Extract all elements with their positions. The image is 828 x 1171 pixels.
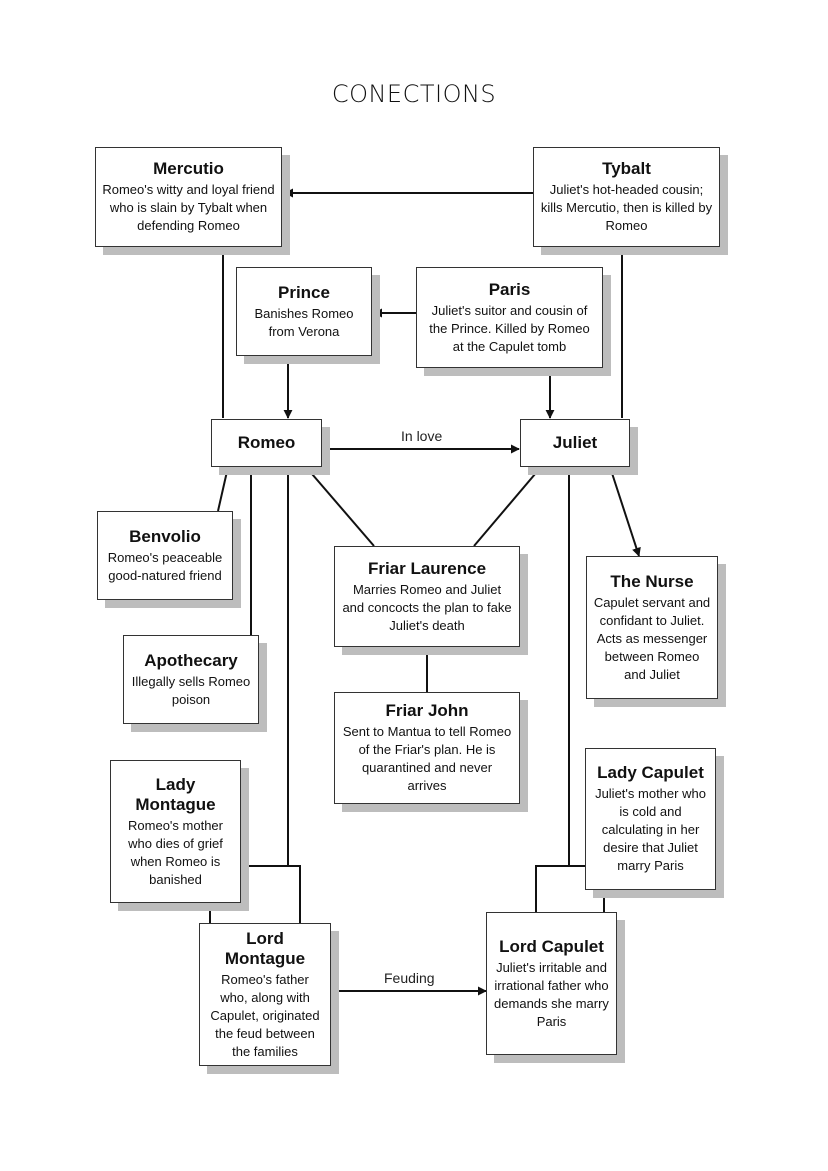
node-desc: Illegally sells Romeo poison (131, 673, 251, 707)
node-friar-john: Friar John Sent to Mantua to tell Romeo … (334, 692, 520, 804)
node-apothecary: Apothecary Illegally sells Romeo poison (123, 635, 259, 724)
node-name: Tybalt (602, 159, 651, 178)
link-juliet-nurse (609, 466, 641, 557)
link-capulet-bracket (535, 865, 585, 912)
node-name: Lord Capulet (499, 936, 604, 956)
node-paris: Paris Juliet's suitor and cousin of the … (416, 267, 603, 368)
node-name: Romeo (237, 433, 296, 452)
node-name: Friar John (385, 701, 469, 720)
node-nurse: The Nurse Capulet servant and confidant … (586, 556, 718, 699)
node-name: Lord Montague (224, 928, 306, 968)
node-name: Apothecary (144, 650, 238, 670)
in-love-label: In love (401, 428, 443, 444)
node-desc: Romeo's witty and loyal friend who is sl… (102, 182, 275, 233)
node-desc: Juliet's mother who is cold and calculat… (595, 786, 706, 873)
node-name: Mercutio (153, 159, 224, 178)
node-name: Benvolio (129, 526, 201, 546)
node-desc: Juliet's hot-headed cousin; kills Mercut… (540, 182, 713, 233)
node-desc: Marries Romeo and Juliet and concocts th… (342, 581, 512, 633)
link-juliet-friar (473, 466, 542, 547)
node-name: Lady Montague (135, 774, 216, 814)
node-name: Friar Laurence (367, 558, 487, 578)
node-prince: Prince Banishes Romeo from Verona (236, 267, 372, 356)
node-name: Lady Capulet (597, 763, 704, 782)
node-desc: Banishes Romeo from Verona (254, 305, 354, 339)
node-desc: Sent to Mantua to tell Romeo of the Fria… (342, 724, 512, 793)
node-name: Juliet (552, 433, 598, 452)
node-mercutio: Mercutio Romeo's witty and loyal friend … (95, 147, 282, 247)
link-romeo-friar (305, 466, 375, 547)
node-name: Prince (278, 282, 330, 302)
node-lady-montague: Lady Montague Romeo's mother who dies of… (110, 760, 241, 903)
node-name: Paris (488, 279, 531, 299)
link-romeo-parents (287, 467, 301, 923)
node-tybalt: Tybalt Juliet's hot-headed cousin; kills… (533, 147, 720, 247)
node-desc: Romeo's peaceable good-natured friend (107, 549, 223, 583)
node-romeo: Romeo (211, 419, 322, 467)
node-friar-laurence: Friar Laurence Marries Romeo and Juliet … (334, 546, 520, 647)
node-name: The Nurse (610, 571, 694, 591)
feuding-label: Feuding (384, 970, 435, 986)
node-desc: Romeo's mother who dies of grief when Ro… (128, 817, 223, 887)
node-benvolio: Benvolio Romeo's peaceable good-natured … (97, 511, 233, 600)
node-lord-montague: Lord Montague Romeo's father who, along … (199, 923, 331, 1066)
node-desc: Juliet's irritable and irrational father… (494, 959, 609, 1029)
node-lord-capulet: Lord Capulet Juliet's irritable and irra… (486, 912, 617, 1055)
link-romeo-benvolio (217, 466, 229, 512)
page-title: CONECTIONS (331, 80, 497, 108)
node-lady-capulet: Lady Capulet Juliet's mother who is cold… (585, 748, 716, 890)
node-desc: Juliet's suitor and cousin of the Prince… (429, 302, 590, 354)
node-desc: Capulet servant and confidant to Juliet.… (593, 594, 711, 682)
node-desc: Romeo's father who, along with Capulet, … (210, 971, 320, 1059)
node-juliet: Juliet (520, 419, 630, 467)
